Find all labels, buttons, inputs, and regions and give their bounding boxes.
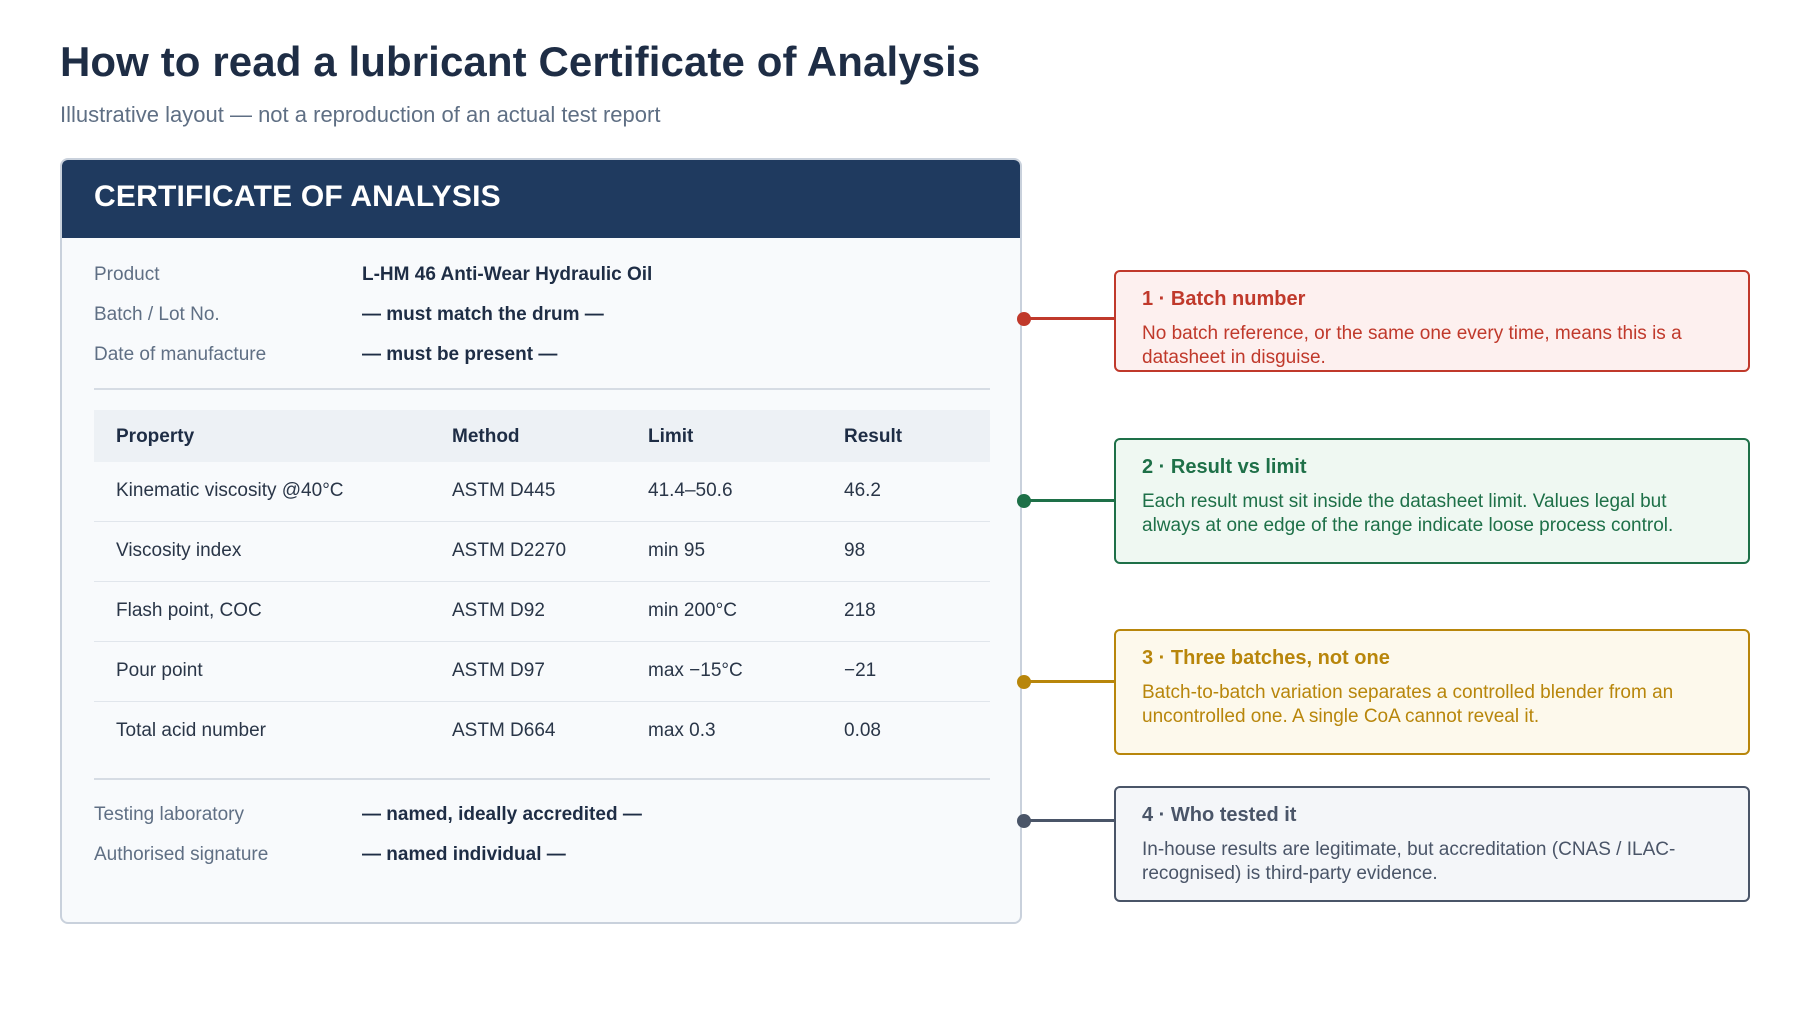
connector-dot [1017,814,1031,828]
table-row: Pour point ASTM D97 max −15°C −21 [94,642,990,702]
row-divider [94,701,990,702]
column-header-property: Property [116,426,195,447]
callout-result-vs-limit: 2 · Result vs limit Each result must sit… [1114,438,1750,564]
meta-value: — must match the drum — [362,304,604,325]
callout-batch-number: 1 · Batch number No batch reference, or … [1114,270,1750,372]
connector-line [1024,499,1116,502]
cell-result: 0.08 [844,720,881,741]
cell-property: Flash point, COC [116,600,262,621]
page-title: How to read a lubricant Certificate of A… [60,38,981,85]
column-header-limit: Limit [648,426,694,447]
cell-limit: max −15°C [648,660,743,681]
connector-dot [1017,675,1031,689]
cell-limit: max 0.3 [648,720,716,741]
callout-title: 2 · Result vs limit [1142,456,1307,478]
cell-limit: min 95 [648,540,706,561]
connector-dot [1017,312,1031,326]
callout-title: 3 · Three batches, not one [1142,647,1390,669]
cell-property: Viscosity index [116,540,242,561]
meta-label: Testing laboratory [94,804,244,825]
cell-property: Total acid number [116,720,266,741]
cell-limit: min 200°C [648,600,737,621]
callout-who-tested: 4 · Who tested it In-house results are l… [1114,786,1750,902]
cell-method: ASTM D97 [452,660,545,681]
table-row: Kinematic viscosity @40°C ASTM D445 41.4… [94,462,990,522]
meta-label: Authorised signature [94,844,269,865]
callout-body: Each result must sit inside the datashee… [1142,491,1674,536]
connector-line [1024,680,1116,683]
meta-label: Batch / Lot No. [94,304,220,325]
page-subtitle: Illustrative layout — not a reproduction… [60,102,661,127]
callout-title: 1 · Batch number [1142,288,1306,310]
cell-result: 46.2 [844,480,881,501]
cell-property: Kinematic viscosity @40°C [116,480,344,501]
callout-title: 4 · Who tested it [1142,804,1297,826]
table-row: Total acid number ASTM D664 max 0.3 0.08 [94,702,990,762]
callout-three-batches: 3 · Three batches, not one Batch-to-batc… [1114,629,1750,755]
row-divider [94,521,990,522]
meta-value: — named, ideally accredited — [362,804,642,825]
callout-body: No batch reference, or the same one ever… [1142,323,1682,368]
meta-label: Date of manufacture [94,344,267,365]
meta-label: Product [94,264,160,285]
callout-body: Batch-to-batch variation separates a con… [1142,682,1674,727]
cell-method: ASTM D445 [452,480,556,501]
cell-method: ASTM D664 [452,720,556,741]
cell-result: 218 [844,600,876,621]
row-divider [94,641,990,642]
connector-line [1024,317,1116,320]
row-divider [94,581,990,582]
certificate-panel: CERTIFICATE OF ANALYSIS Product L-HM 46 … [60,158,1022,924]
table-row: Viscosity index ASTM D2270 min 95 98 [94,522,990,582]
meta-value: L-HM 46 Anti-Wear Hydraulic Oil [362,264,653,285]
certificate-header: CERTIFICATE OF ANALYSIS [62,160,1020,238]
section-divider [94,388,990,390]
cell-limit: 41.4–50.6 [648,480,733,501]
connector-dot [1017,494,1031,508]
column-header-method: Method [452,426,520,447]
section-divider [94,778,990,780]
meta-value: — must be present — [362,344,558,365]
cell-result: 98 [844,540,866,561]
connector-line [1024,819,1116,822]
table-header-row: Property Method Limit Result [94,410,990,462]
callout-body: In-house results are legitimate, but acc… [1142,839,1676,884]
cell-method: ASTM D2270 [452,540,567,561]
certificate-title: CERTIFICATE OF ANALYSIS [94,180,501,213]
column-header-result: Result [844,426,903,447]
meta-value: — named individual — [362,844,566,865]
cell-property: Pour point [116,660,203,681]
table-row: Flash point, COC ASTM D92 min 200°C 218 [94,582,990,642]
cell-result: −21 [844,660,877,681]
cell-method: ASTM D92 [452,600,545,621]
